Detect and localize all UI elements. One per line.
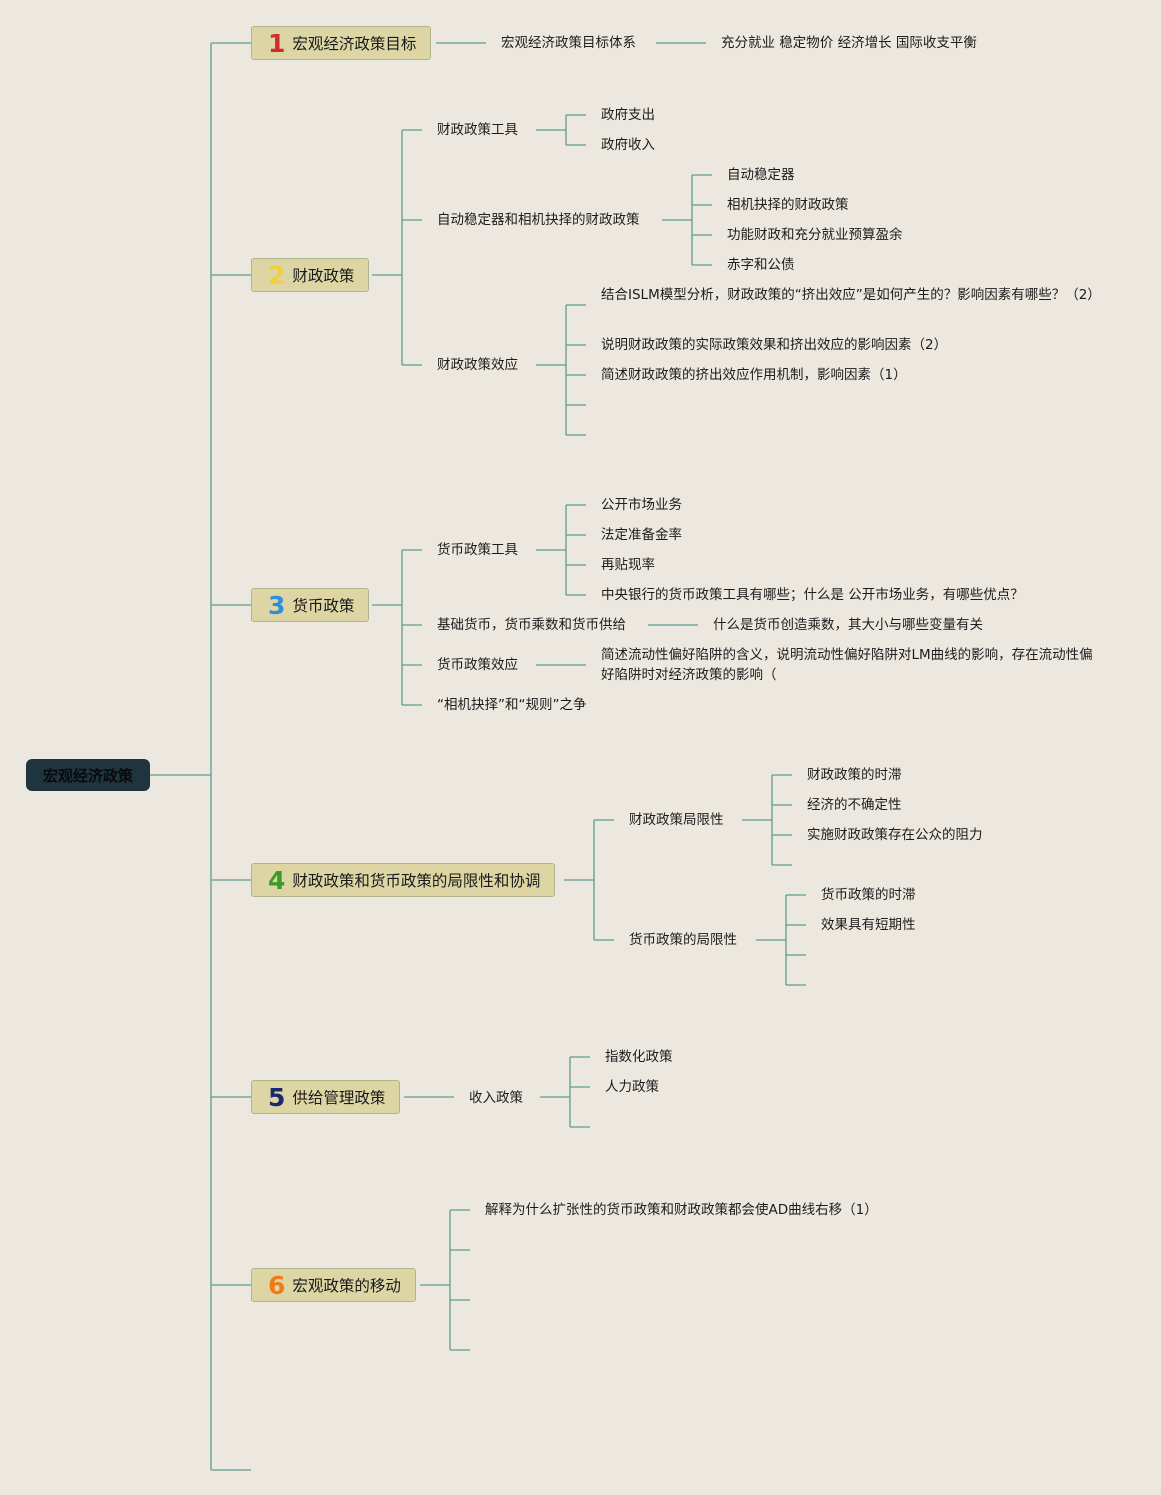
root-label: 宏观经济政策 (42, 766, 133, 785)
b3-debate[interactable]: “相机抉择”和“规则”之争 (437, 697, 587, 713)
branch-label-2: 财政政策 (292, 267, 355, 285)
branch-node-2[interactable]: 2 财政政策 (251, 258, 370, 292)
b2-effect-item[interactable]: 简述财政政策的挤出效应作用机制，影响因素（1） (601, 367, 907, 383)
b3-effect-item[interactable]: 简述流动性偏好陷阱的含义，说明流动性偏好陷阱对LM曲线的影响，存在流动性偏好陷阱… (601, 647, 1093, 683)
b5-income-item[interactable]: 人力政策 (605, 1079, 659, 1095)
b2-effect-item[interactable]: 结合ISLM模型分析，财政政策的“挤出效应”是如何产生的？影响因素有哪些？（2） (601, 287, 1101, 303)
branch-node-3[interactable]: 3 货币政策 (251, 588, 370, 622)
b2-auto-item[interactable]: 自动稳定器 (727, 167, 795, 183)
number-icon-1: 1 (268, 28, 286, 58)
root-node[interactable]: 宏观经济政策 (26, 759, 150, 791)
branch-node-5[interactable]: 5 供给管理政策 (251, 1080, 401, 1114)
b3-base-item[interactable]: 什么是货币创造乘数，其大小与哪些变量有关 (713, 617, 983, 633)
b5-income[interactable]: 收入政策 (469, 1090, 523, 1106)
b5-income-item[interactable]: 指数化政策 (605, 1049, 673, 1065)
b4-fiscal-item[interactable]: 经济的不确定性 (807, 797, 902, 813)
number-icon-6: 6 (268, 1270, 286, 1300)
b2-auto-item[interactable]: 功能财政和充分就业预算盈余 (727, 227, 903, 243)
b2-effect-item[interactable]: 说明财政政策的实际政策效果和挤出效应的影响因素（2） (601, 337, 948, 353)
b3-tools[interactable]: 货币政策工具 (437, 542, 518, 558)
b4-monetary-item[interactable]: 效果具有短期性 (821, 917, 916, 933)
number-icon-4: 4 (268, 865, 286, 895)
b3-effect[interactable]: 货币政策效应 (437, 657, 518, 673)
branch-label-1: 宏观经济政策目标 (292, 35, 417, 53)
b3-tools-item[interactable]: 法定准备金率 (601, 527, 682, 543)
b4-fiscal-item[interactable]: 实施财政政策存在公众的阻力 (807, 827, 983, 843)
branch-label-6: 宏观政策的移动 (292, 1277, 401, 1295)
b3-tools-item[interactable]: 中央银行的货币政策工具有哪些；什么是 公开市场业务，有哪些优点？ (601, 587, 1024, 603)
number-icon-2: 2 (268, 260, 286, 290)
b1-goal-list[interactable]: 充分就业 稳定物价 经济增长 国际收支平衡 (721, 35, 977, 51)
b1-goal-system[interactable]: 宏观经济政策目标体系 (501, 35, 636, 51)
b3-tools-item[interactable]: 再贴现率 (601, 557, 655, 573)
branch-label-3: 货币政策 (292, 597, 355, 615)
b3-base[interactable]: 基础货币，货币乘数和货币供给 (437, 617, 626, 633)
number-icon-5: 5 (268, 1082, 286, 1112)
b2-auto[interactable]: 自动稳定器和相机抉择的财政政策 (437, 212, 640, 228)
b6-item[interactable]: 解释为什么扩张性的货币政策和财政政策都会使AD曲线右移（1） (485, 1202, 878, 1218)
b2-auto-item[interactable]: 赤字和公债 (727, 257, 795, 273)
b2-auto-item[interactable]: 相机抉择的财政政策 (727, 197, 849, 213)
b2-tools[interactable]: 财政政策工具 (437, 122, 518, 138)
number-icon-3: 3 (268, 590, 286, 620)
b4-monetary[interactable]: 货币政策的局限性 (629, 932, 737, 948)
b2-effect[interactable]: 财政政策效应 (437, 357, 518, 373)
b4-monetary-item[interactable]: 货币政策的时滞 (821, 887, 916, 903)
b2-tools-item[interactable]: 政府收入 (601, 137, 655, 153)
b4-fiscal-item[interactable]: 财政政策的时滞 (807, 767, 902, 783)
branch-label-4: 财政政策和货币政策的局限性和协调 (292, 872, 541, 890)
branch-node-6[interactable]: 6 宏观政策的移动 (251, 1268, 416, 1302)
b2-tools-item[interactable]: 政府支出 (601, 107, 655, 123)
branch-node-1[interactable]: 1 宏观经济政策目标 (251, 26, 432, 60)
b3-tools-item[interactable]: 公开市场业务 (601, 497, 682, 513)
b4-fiscal[interactable]: 财政政策局限性 (629, 812, 724, 828)
branch-label-5: 供给管理政策 (292, 1089, 386, 1107)
branch-node-4[interactable]: 4 财政政策和货币政策的局限性和协调 (251, 863, 556, 897)
